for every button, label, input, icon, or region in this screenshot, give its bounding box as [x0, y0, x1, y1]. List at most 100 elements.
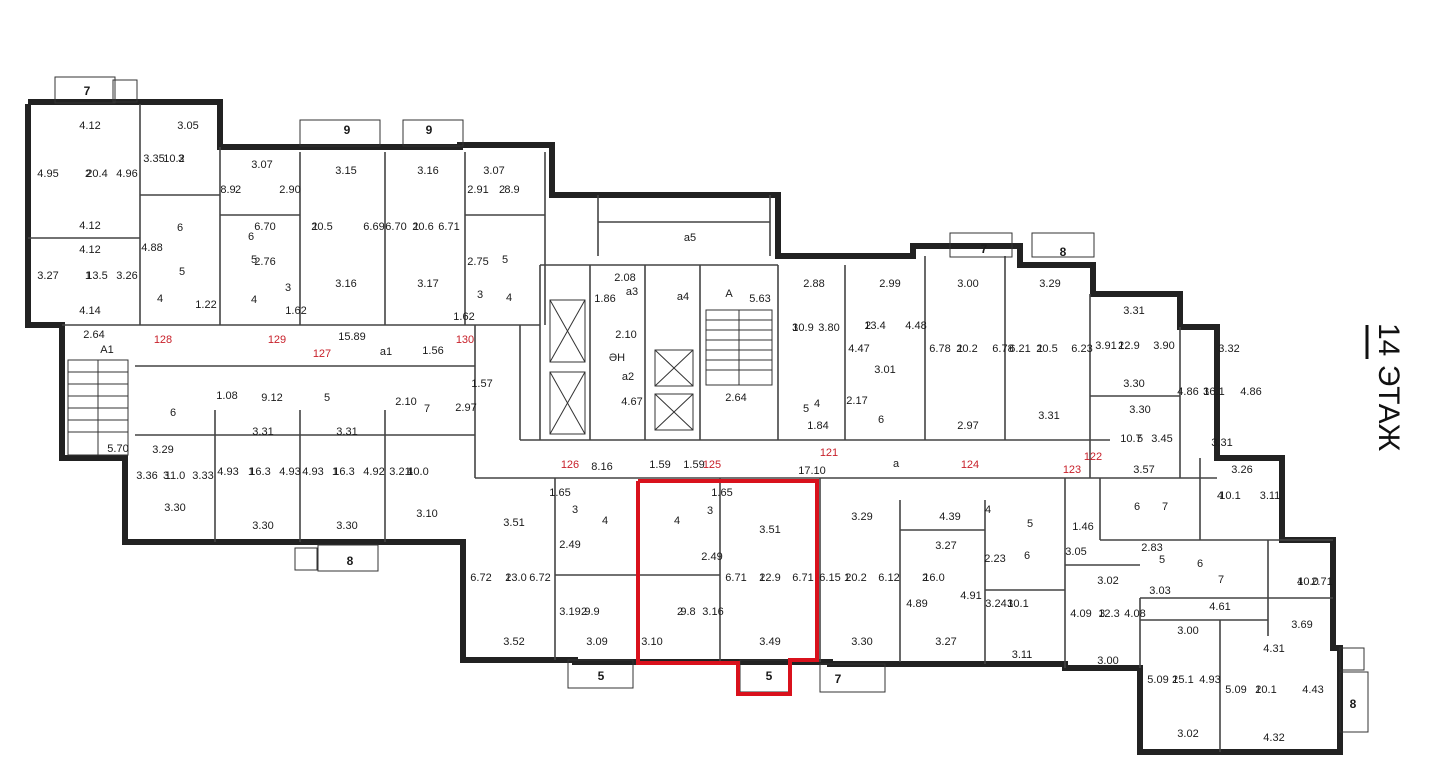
dimension-label: 3 — [163, 470, 169, 482]
dimension-label: 2.71 — [1311, 576, 1332, 588]
dimension-label: 3.03 — [1149, 585, 1170, 597]
dimension-label: 4.14 — [79, 305, 100, 317]
dimension-label: 2.99 — [879, 278, 900, 290]
dimension-label: 1 — [332, 466, 338, 478]
dimension-label: 5.63 — [749, 293, 770, 305]
dimension-label: 1.08 — [216, 390, 237, 402]
dimension-label: 6.70 — [385, 221, 406, 233]
balconies — [54, 76, 1369, 733]
dimension-label: 4.88 — [141, 242, 162, 254]
room-number-label: 128 — [154, 334, 172, 346]
dimension-label: 2.97 — [455, 402, 476, 414]
balcony-label: 7 — [84, 84, 91, 98]
dimension-label: 2 — [499, 184, 505, 196]
dimension-label: 1 — [505, 572, 511, 584]
dimension-label: 4.86 — [1240, 386, 1261, 398]
dimension-label: 3.49 — [759, 636, 780, 648]
dimension-label: 5 — [1027, 518, 1033, 530]
dimension-label: 3.11 — [1012, 649, 1033, 661]
dimension-label: 10.7 — [1120, 433, 1141, 445]
dimension-label: 3.30 — [1123, 378, 1144, 390]
balcony-label: 8 — [1060, 245, 1067, 259]
dimension-label: 3.31 — [1038, 410, 1059, 422]
dimension-label: 3 — [477, 289, 483, 301]
dimension-label: 4.12 — [79, 120, 100, 132]
dimension-label: 4 — [251, 294, 257, 306]
dimension-label: 3.52 — [503, 636, 524, 648]
dimension-label: 1.62 — [453, 311, 474, 323]
dimension-label: 20.4 — [86, 168, 107, 180]
dimension-label: 3.31 — [336, 426, 357, 438]
dimension-label: 1 — [844, 572, 850, 584]
room-number-label: 125 — [703, 459, 721, 471]
dimension-label: 5.09 — [1225, 684, 1246, 696]
dimension-label: 5 — [502, 254, 508, 266]
dimension-label: 10.1 — [1219, 490, 1240, 502]
room-number-label: 121 — [820, 447, 838, 459]
dimension-label: 9.12 — [261, 392, 282, 404]
dimension-label: a5 — [684, 232, 696, 244]
dimension-label: 20.1 — [1255, 684, 1276, 696]
dimension-label: 20.5 — [311, 221, 332, 233]
dimension-label: 2.10 — [615, 329, 636, 341]
room-number-label: 127 — [313, 348, 331, 360]
dimension-label: 15.1 — [1172, 674, 1193, 686]
dimension-label: 4 — [407, 466, 413, 478]
exterior-walls — [25, 99, 1343, 755]
dimension-label: 20.2 — [956, 343, 977, 355]
dimension-label: 2 — [235, 184, 241, 196]
dimension-label: 4.93 — [1199, 674, 1220, 686]
dimension-label: 3.27 — [935, 636, 956, 648]
dimension-label: 3.31 — [1211, 437, 1232, 449]
dimension-label: 5.70 — [107, 443, 128, 455]
dimension-label: 6.15 — [819, 572, 840, 584]
dimension-label: 20.2 — [845, 572, 866, 584]
dimension-label: 1 — [312, 221, 318, 233]
dimension-label: 4.89 — [906, 598, 927, 610]
dimension-label: 1 — [1037, 343, 1043, 355]
dimension-label: 3.24 — [985, 598, 1006, 610]
dimension-label: 4.48 — [905, 320, 926, 332]
dimension-label: 7 — [424, 403, 430, 415]
dimension-label: 4.95 — [37, 168, 58, 180]
dimension-label: 4 — [1217, 490, 1223, 502]
balcony-label: 9 — [426, 123, 433, 137]
dimension-label: 12.9 — [1118, 340, 1139, 352]
dimension-label: 4.31 — [1263, 643, 1284, 655]
dimension-label: 1 — [248, 466, 254, 478]
dimension-label: 6.12 — [878, 572, 899, 584]
dimension-label: 2.49 — [559, 539, 580, 551]
room-number-label: 124 — [961, 459, 979, 471]
dimension-label: 3.02 — [1177, 728, 1198, 740]
elevator-shafts — [549, 299, 694, 435]
dimension-label: 1 — [759, 572, 765, 584]
dimension-label: 2.17 — [846, 395, 867, 407]
dimension-label: 17.10 — [798, 465, 826, 477]
dimension-label: ƏH — [609, 352, 625, 364]
dimension-label: 3.91 — [1095, 340, 1116, 352]
dimension-label: 4.47 — [848, 343, 869, 355]
floor-label-group: 14 ЭТАЖ — [1365, 323, 1405, 452]
dimension-label: 3.16 — [417, 165, 438, 177]
selected-apartment-highlight[interactable] — [636, 479, 819, 696]
dimension-label: 9.9 — [584, 606, 599, 618]
dimension-label: A — [725, 288, 733, 300]
dimension-label: 4.92 — [363, 466, 384, 478]
dimension-label: 6 — [1024, 550, 1030, 562]
dimension-label: 3.80 — [818, 322, 839, 334]
dimension-label: 1 — [413, 221, 419, 233]
dimension-label: 3.30 — [252, 520, 273, 532]
dimension-label: 3.29 — [1039, 278, 1060, 290]
dimension-label: 6 — [248, 231, 254, 243]
dimension-label: 1.22 — [195, 299, 216, 311]
dimension-label: 3.57 — [1133, 464, 1154, 476]
balcony-label: 7 — [981, 242, 988, 256]
dimension-label: 2.64 — [83, 329, 104, 341]
dimension-label: 1.59 — [649, 459, 670, 471]
dimension-label: 8.9 — [220, 184, 235, 196]
dimension-label: 5 — [1137, 433, 1143, 445]
dimension-label: 4.39 — [939, 511, 960, 523]
dimension-label: 2.88 — [803, 278, 824, 290]
